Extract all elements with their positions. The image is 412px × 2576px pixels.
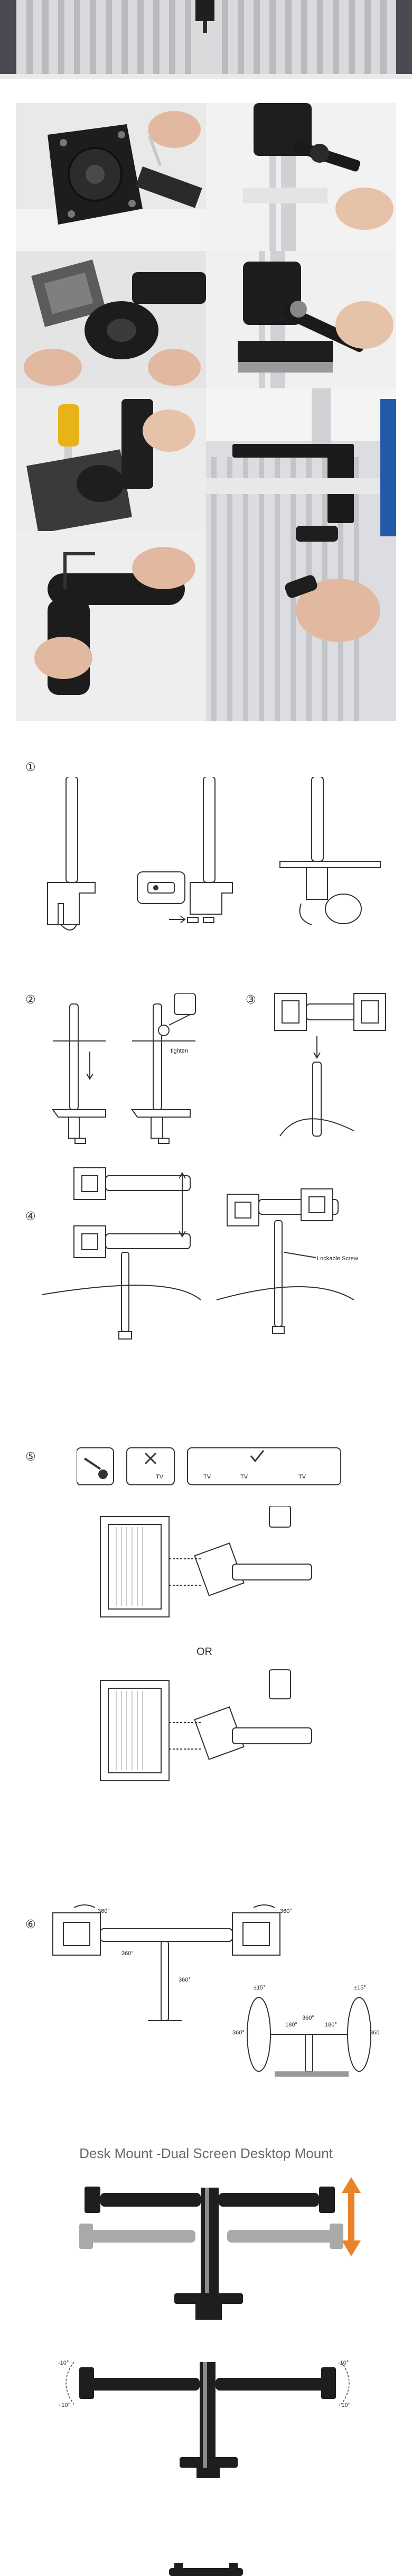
step2-pole-insert-diagram: tighten (42, 993, 217, 1147)
label-tighten: tighten (171, 1048, 188, 1054)
product-render-tilt: -10° +10° -10° +10° (58, 2341, 354, 2478)
step6-rotation-diagram: 360° 360° 360° 360° ±15° ±15° 180° 180° … (42, 1902, 380, 2077)
photo-hex-key-arm (16, 531, 206, 721)
label-deg-360-c: 360° (179, 1977, 191, 1983)
step5-vesa-attach-diagram (95, 1506, 327, 1834)
label-deg-360-b: 360° (280, 1908, 292, 1914)
product-render-height-adjust (69, 2172, 364, 2330)
top-product-photo (0, 0, 412, 79)
label-plus10-right: +10° (338, 2402, 350, 2408)
step-number-3: ③ (246, 993, 256, 1007)
label-deg-360-f: 360° (232, 2030, 245, 2036)
label-or: OR (196, 1646, 212, 1658)
photo-vesa-bracket-attach (16, 251, 206, 388)
label-minus10-right: -10° (338, 2360, 349, 2366)
label-deg-180-r: 180° (325, 2022, 337, 2028)
step1-clamp-diagram (37, 777, 386, 935)
step-number-5: ⑤ (25, 1450, 36, 1464)
label-lockable-screw: Lockable Screw (317, 1256, 358, 1262)
label-deg-360-e: 360° (302, 2015, 314, 2021)
label-deg-15-l: ±15° (254, 1985, 266, 1991)
label-tv-b: TV (203, 1474, 211, 1480)
label-plus10-left: +10° (58, 2402, 70, 2408)
product-title: Desk Mount -Dual Screen Desktop Mount (79, 2145, 333, 2161)
label-minus10-left: -10° (58, 2360, 69, 2366)
step-number-4: ④ (25, 1210, 36, 1223)
label-tv-d: TV (298, 1474, 306, 1480)
photo-pole-lever (206, 251, 396, 388)
label-deg-15-r: ±15° (354, 1985, 366, 1991)
label-deg-360-d: 360° (121, 1950, 134, 1957)
photo-pole-knob-top (206, 103, 396, 251)
photo-screwdriver-base (16, 388, 206, 531)
label-deg-360-g: 360° (370, 2030, 380, 2036)
installation-photo-collage (16, 103, 396, 721)
product-render-bottom-partial (158, 2558, 254, 2576)
step4-height-adjust-diagram: Lockable Screw (42, 1163, 359, 1347)
step-number-2: ② (25, 993, 36, 1007)
step3-arm-mount-diagram (264, 988, 396, 1147)
step5-tool-icons: TV TV TV TV (77, 1443, 341, 1490)
step-number-1: ① (25, 761, 36, 774)
photo-vesa-plate-screwdriver (16, 103, 206, 251)
label-deg-360-a: 360° (98, 1908, 110, 1914)
label-deg-180-l: 180° (285, 2022, 297, 2028)
label-tv-c: TV (240, 1474, 248, 1480)
label-tv-a: TV (156, 1474, 164, 1480)
photo-desk-clamp (206, 388, 396, 721)
step-number-6: ⑥ (25, 1918, 36, 1931)
